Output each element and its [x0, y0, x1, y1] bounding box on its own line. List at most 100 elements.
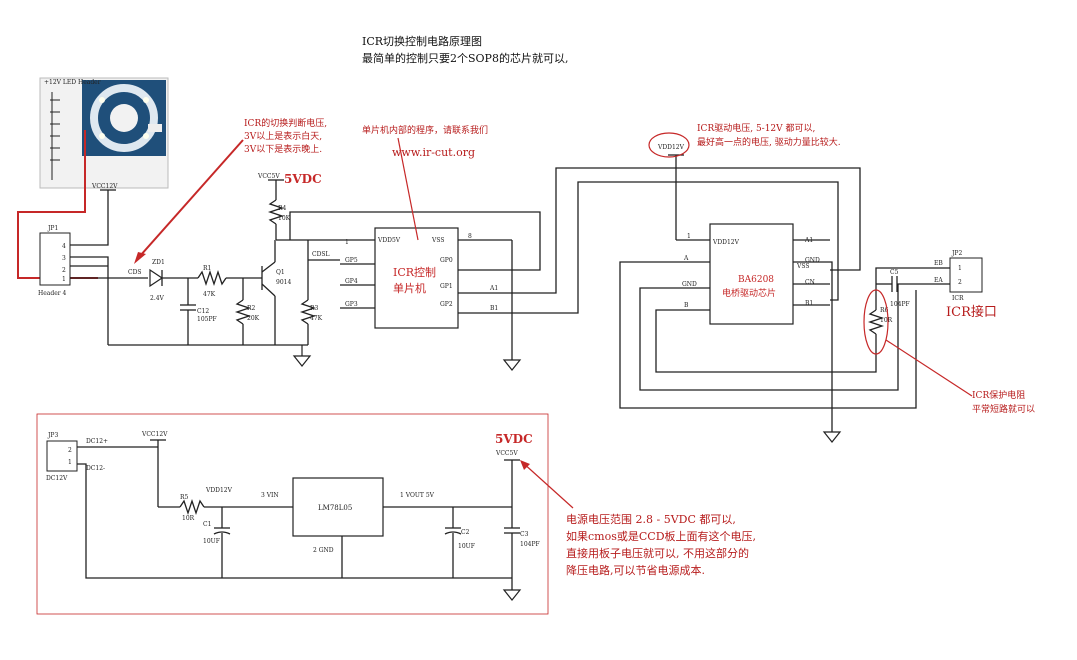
- mcu-name-1: ICR控制: [393, 265, 436, 279]
- jp2-name: ICR: [952, 295, 964, 302]
- jp2-eb: EB: [934, 260, 943, 267]
- r2-value: 20K: [247, 315, 260, 322]
- icr-judge-2: 3V以上是表示白天,: [244, 130, 322, 142]
- c1-value: 10UF: [203, 538, 220, 545]
- r6-label: R6: [880, 307, 889, 314]
- dc12-minus: DC12-: [86, 465, 105, 472]
- jp2-pin-2: 2: [958, 279, 962, 286]
- photo-caption: +12V LED Header: [44, 79, 101, 86]
- led-board-photo: +12V LED Header: [39, 77, 169, 189]
- r4-value: 10K: [278, 215, 291, 222]
- jp1-pin-2: 2: [62, 267, 66, 274]
- driver-vss: VSS: [796, 263, 809, 270]
- icr-judge-1: ICR的切换判断电压,: [244, 117, 327, 129]
- driver-gnd-r: GND: [805, 257, 820, 264]
- r5-label: R5: [180, 494, 189, 501]
- driver-name-1: BA6208: [738, 275, 774, 285]
- vdc5-top: 5VDC: [284, 172, 322, 186]
- driver-b: B: [684, 302, 689, 309]
- power-range-note: 电源电压范围 2.8 - 5VDC 都可以, 如果cmos或是CCD板上面有这个…: [566, 512, 756, 577]
- mcu-program-note: 单片机内部的程序，请联系我们: [362, 124, 488, 136]
- mcu-pin-8: 8: [468, 233, 472, 240]
- driver-vdd: VDD12V: [712, 239, 740, 246]
- ground-symbol-4: [502, 589, 522, 601]
- icr-judge-3: 3V以下是表示晚上.: [244, 143, 322, 155]
- reg-vout: 1 VOUT 5V: [400, 492, 435, 499]
- c12-value: 105PF: [197, 316, 217, 323]
- driver-b1: B1: [805, 300, 813, 307]
- jp1-header: JP1 Header 4 4 3 2 1: [38, 225, 71, 297]
- jp1-pin-4: 4: [62, 243, 66, 250]
- c1-label: C1: [203, 521, 211, 528]
- title-line-2: 最简单的控制只要2个SOP8的芯片就可以,: [362, 51, 568, 65]
- mcu-gp5: GP5: [345, 257, 358, 264]
- vdd12v-chip-label: VDD12V: [657, 144, 685, 151]
- driver-voltage-1: ICR驱动电压, 5-12V 都可以,: [697, 122, 815, 134]
- mcu-name-2: 单片机: [393, 281, 426, 295]
- jp3-pin-1: 1: [68, 459, 72, 466]
- driver-voltage-2: 最好高一点的电压, 驱动力量比较大.: [697, 136, 841, 148]
- jp3-name: DC12V: [46, 475, 68, 482]
- reg-gnd: 2 GND: [313, 547, 334, 554]
- cdsl-label: CDSL: [312, 251, 330, 258]
- resistor-r5: [179, 498, 205, 516]
- jp2-ea: EA: [934, 277, 943, 284]
- ground-symbol-1: [292, 345, 312, 367]
- jp2-header: JP2 ICR 1 2 EB EA: [934, 250, 983, 302]
- zd1-label: ZD1: [152, 259, 165, 266]
- cds-label: CDS: [128, 269, 142, 276]
- vdd12v-highlight: [648, 132, 690, 158]
- mcu-pin1: 1: [345, 239, 349, 246]
- mcu-chip: ICR控制 单片机 VDD5V VSS GP0 GP1 GP2: [374, 227, 459, 329]
- mcu-a1: A1: [489, 285, 498, 292]
- r2-label: R2: [247, 305, 256, 312]
- reg-vin: 3 VIN: [261, 492, 279, 499]
- mcu-gp2: GP2: [440, 301, 453, 308]
- title-line-1: ICR切换控制电路原理图: [362, 34, 482, 48]
- resistor-r3: [299, 299, 317, 325]
- protect-res-1: ICR保护电阻: [972, 389, 1025, 401]
- resistor-r6: [867, 309, 885, 335]
- mcu-pin1-label: VDD5V: [377, 237, 401, 244]
- zd1-value: 2.4V: [150, 295, 165, 302]
- r1-label: R1: [203, 265, 211, 272]
- resistor-r1: [197, 269, 227, 287]
- power-note-arrow: [521, 461, 574, 509]
- icr-judge-arrow: [139, 139, 244, 257]
- jp2-pin-1: 1: [958, 265, 962, 272]
- jp1-name: Header 4: [38, 290, 67, 297]
- vcc12v-top-label: VCC12V: [91, 183, 118, 190]
- power-range-1: 电源电压范围 2.8 - 5VDC 都可以,: [566, 512, 736, 526]
- driver-gnd: GND: [682, 281, 697, 288]
- vcc5v-bot-label: VCC5V: [495, 450, 518, 457]
- c5-value: 104PF: [890, 301, 910, 308]
- transistor-q1: Q1 9014: [261, 261, 291, 297]
- driver-chip-ba6208: BA6208 电桥驱动芯片 VDD12V A1 GND VSS CN B1: [709, 223, 820, 325]
- power-range-4: 降压电路,可以节省电源成本.: [566, 563, 705, 577]
- protect-res-2: 平常短路就可以: [972, 403, 1035, 415]
- jp1-label: JP1: [47, 225, 58, 232]
- r3-value: 47K: [310, 315, 323, 322]
- power-range-2: 如果cmos或是CCD板上面有这个电压,: [566, 529, 756, 543]
- r5-value: 10R: [182, 515, 195, 522]
- svg-text:1: 1: [687, 233, 691, 240]
- mcu-gp3: GP3: [345, 301, 358, 308]
- c5-label: C5: [890, 269, 899, 276]
- mcu-gp1: GP1: [440, 283, 453, 290]
- website-url: www.ir-cut.org: [392, 146, 475, 159]
- c3-label: C3: [520, 531, 529, 538]
- r1-value: 47K: [203, 291, 216, 298]
- jp3-label: JP3: [47, 432, 58, 439]
- r6-highlight: [863, 289, 889, 355]
- zener-zd1: ZD1 2.4V: [149, 259, 165, 302]
- q1-value: 9014: [276, 279, 291, 286]
- ground-symbol-2: [502, 359, 522, 371]
- driver-a: A: [683, 255, 689, 262]
- driver-cn: CN: [805, 279, 815, 286]
- mcu-gp0: GP0: [440, 257, 453, 264]
- mcu-vss: VSS: [431, 237, 444, 244]
- regulator-lm78l05: LM78L05: [292, 477, 384, 537]
- jp1-pin-1: 1: [62, 276, 66, 283]
- power-supply-box: [36, 413, 549, 615]
- reg-name: LM78L05: [318, 504, 352, 512]
